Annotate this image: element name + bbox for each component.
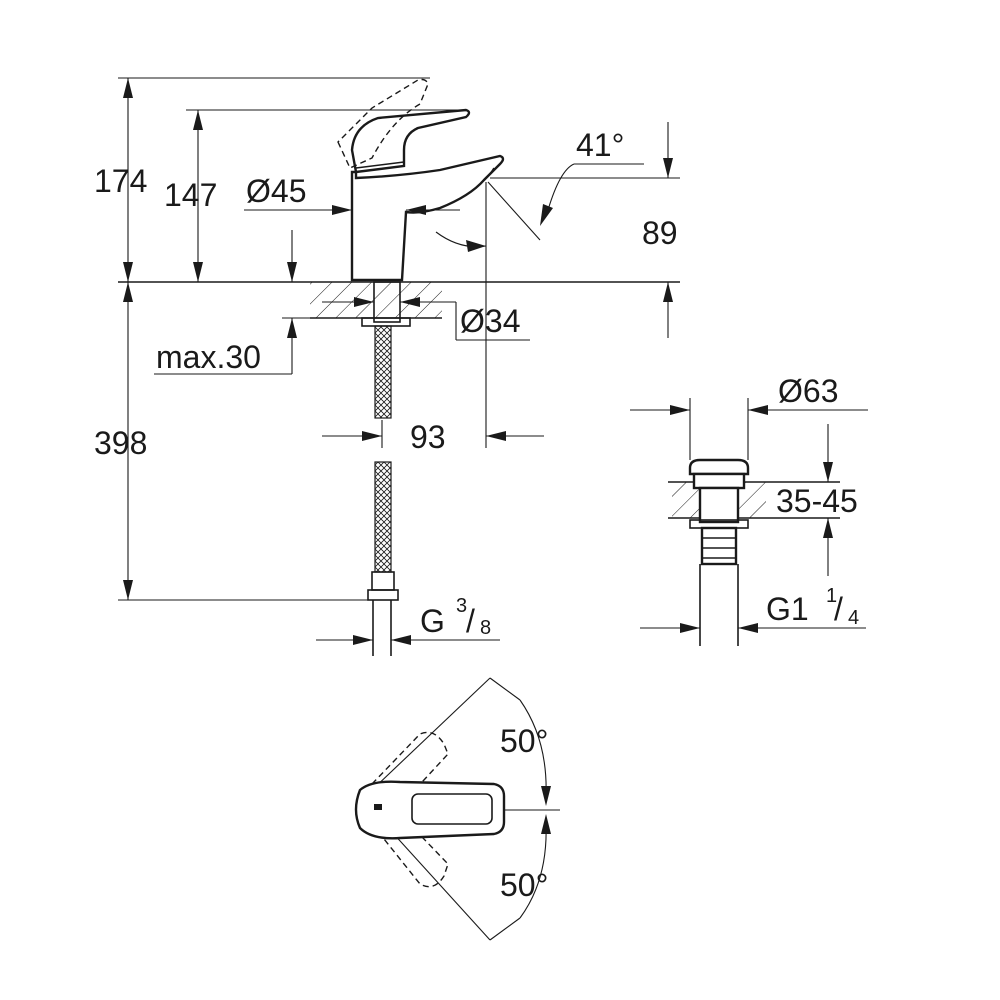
faucet-dimensions: 174 147 Ø45 max.30 Ø34 89 — [94, 77, 680, 645]
countertop-hatch — [310, 282, 442, 318]
dim-3545-label: 35-45 — [776, 483, 858, 519]
waste-flange — [692, 472, 746, 490]
hose-upper — [374, 325, 392, 419]
dim-d63-label: Ø63 — [778, 373, 838, 409]
dim-g38-prefix: G — [420, 603, 445, 639]
arrow — [663, 282, 673, 302]
waste-cap — [688, 458, 750, 476]
arrow — [663, 158, 673, 178]
dim-g114-numerator: 1 — [826, 585, 837, 607]
dim-d45-label: Ø45 — [246, 173, 306, 209]
arrow — [123, 580, 133, 600]
dim-g114-denominator: 4 — [848, 607, 859, 629]
arrow — [748, 405, 768, 415]
dim-174-label: 174 — [94, 163, 147, 199]
arrow — [738, 623, 758, 633]
arrow — [680, 623, 700, 633]
hose-nut — [367, 589, 399, 601]
waste-dimensions: Ø63 35-45 G1 1 / 4 — [630, 373, 868, 633]
arrow — [332, 205, 352, 215]
dim-93-label: 93 — [410, 419, 446, 455]
dim-g38-denominator: 8 — [480, 617, 491, 639]
arrow — [400, 297, 420, 307]
faucet-side-view — [118, 78, 680, 656]
arrow — [486, 431, 506, 441]
waste-body — [698, 486, 740, 524]
dim-g38-slash: / — [466, 603, 475, 639]
arrow — [541, 786, 551, 806]
waste-valve-view — [668, 458, 840, 646]
rotation-ray-upper — [371, 677, 491, 791]
arrow — [287, 318, 297, 338]
spout-tip — [483, 167, 495, 181]
arrow — [123, 282, 133, 302]
rotation-upper-label: 50° — [500, 723, 548, 759]
angle-arc-lower — [519, 823, 547, 919]
dim-g38-numerator: 3 — [456, 595, 467, 617]
arrow — [123, 262, 133, 282]
dim-g114-slash: / — [834, 591, 843, 627]
arrow — [353, 635, 373, 645]
arrow — [287, 262, 297, 282]
lever-raised-outline — [337, 78, 429, 169]
arrow — [406, 205, 426, 215]
arrow — [670, 405, 690, 415]
lever-base-line — [355, 161, 405, 169]
angle-ray-41 — [487, 181, 541, 241]
top-view-rotation: 50° 50° — [354, 677, 560, 941]
indicator-dot — [374, 804, 382, 810]
arrow — [823, 518, 833, 538]
lever-rotated-right-outline — [371, 811, 449, 888]
ext-lower — [489, 917, 521, 941]
arrow — [193, 262, 203, 282]
ext-upper — [489, 677, 521, 701]
dim-147-label: 147 — [164, 177, 217, 213]
arrow — [541, 814, 551, 834]
arrow — [193, 110, 203, 130]
hose-fitting — [371, 571, 395, 591]
dim-89-label: 89 — [642, 215, 678, 251]
dim-398-label: 398 — [94, 425, 147, 461]
dim-41-label: 41° — [576, 127, 624, 163]
arrow — [362, 431, 382, 441]
lever-top-inset — [411, 793, 493, 825]
rotation-lower-label: 50° — [500, 867, 548, 903]
leader-41-curve — [547, 163, 575, 211]
angle-arc-upper — [519, 699, 547, 797]
dim-d34-label: Ø34 — [460, 303, 520, 339]
dim-g114-prefix: G1 — [766, 591, 809, 627]
arrow — [823, 462, 833, 482]
lever-handle — [350, 108, 471, 174]
dim-max30-label: max.30 — [156, 339, 261, 375]
faucet-body — [350, 154, 505, 282]
arrow — [540, 204, 553, 226]
arrow — [354, 297, 374, 307]
hose-lower — [374, 461, 392, 573]
arrow — [391, 635, 411, 645]
arrow — [123, 78, 133, 98]
arrow — [466, 240, 486, 252]
